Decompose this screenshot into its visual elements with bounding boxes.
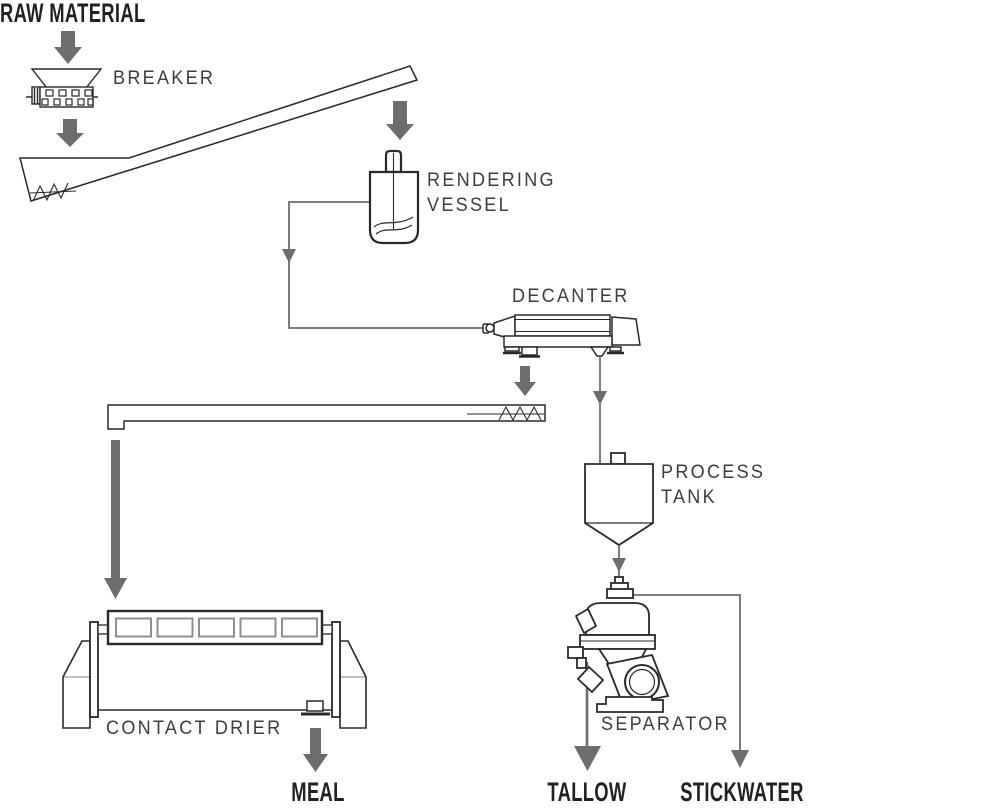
horizontal-conveyor-icon [107, 404, 546, 430]
stickwater-label: STICKWATER [680, 777, 804, 807]
rendering-vessel-label-line1: RENDERING [427, 170, 556, 191]
arrowhead-stickwater [731, 750, 749, 768]
arrow-conveyor-to-vessel [386, 101, 414, 140]
pipe-separator-to-stickwater [633, 594, 741, 750]
arrowhead-vessel-out [282, 249, 296, 263]
arrow-drier-to-meal [303, 728, 328, 772]
arrow-rawmaterial-to-breaker [54, 31, 82, 64]
flow-arrowheads [282, 249, 749, 771]
meal-label: MEAL [291, 777, 345, 807]
separator-icon [567, 576, 670, 713]
rendering-vessel-label-line2: VESSEL [427, 195, 511, 216]
process-tank-icon [584, 452, 654, 547]
raw-material-label: RAW MATERIAL [0, 0, 146, 28]
tallow-label: TALLOW [547, 777, 627, 807]
decanter-icon [482, 314, 641, 358]
decanter-label: DECANTER [512, 286, 630, 307]
arrow-breaker-to-conveyor [56, 119, 84, 147]
contact-drier-icon [62, 609, 367, 729]
flow-block-arrows [54, 31, 536, 772]
arrow-decanter-to-conveyor2 [514, 366, 536, 396]
process-tank-label-line2: TANK [661, 487, 717, 508]
rendering-vessel-icon [368, 149, 420, 245]
rendering-vessel-label: RENDERING VESSEL [427, 168, 556, 218]
pipe-vessel-to-decanter [288, 201, 486, 329]
breaker-icon [26, 68, 103, 108]
process-tank-label-line1: PROCESS [661, 462, 766, 483]
contact-drier-label: CONTACT DRIER [106, 718, 283, 739]
arrowhead-decanter-out [593, 391, 607, 405]
arrowhead-tank-out [612, 558, 626, 572]
separator-label: SEPARATOR [601, 714, 730, 735]
arrow-conveyor2-to-drier [104, 440, 127, 599]
arrowhead-tallow [574, 746, 601, 771]
process-tank-label: PROCESS TANK [661, 460, 765, 510]
breaker-label: BREAKER [113, 68, 216, 89]
inclined-conveyor-icon [19, 65, 419, 202]
